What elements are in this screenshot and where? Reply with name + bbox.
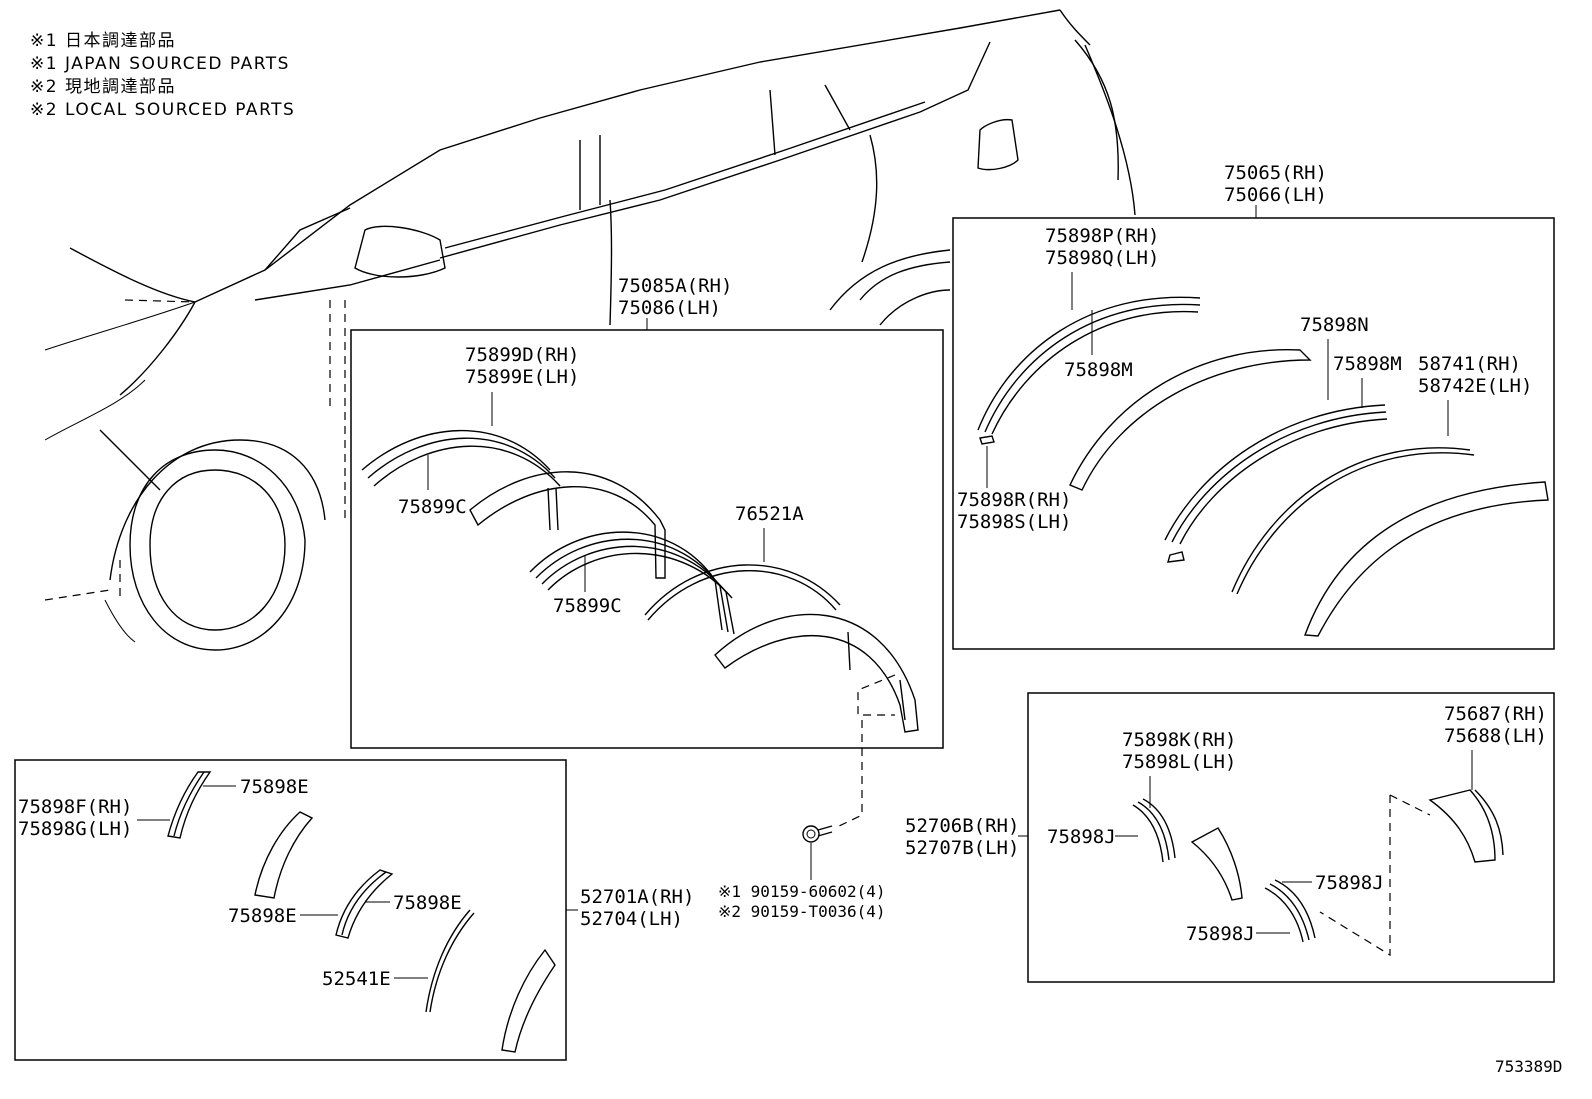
label-75899d-rh: 75899D(RH) [465,344,579,366]
label-52706b-rh: 52706B(RH) [905,815,1019,837]
label-75898e-c: 75898E [393,892,462,914]
label-58742e-lh: 58742E(LH) [1418,375,1532,397]
legend-line-4: ※2 LOCAL SOURCED PARTS [30,100,295,120]
label-75898m-b: 75898M [1333,353,1402,375]
label-75086-lh: 75086(LH) [618,297,721,319]
parts-in-box-52706b [1132,789,1504,957]
label-75898n: 75898N [1300,314,1369,336]
label-75898r-rh: 75898R(RH) [957,489,1071,511]
label-75898f-rh: 75898F(RH) [18,796,132,818]
parts-in-box-75085a [361,429,919,733]
parts-in-box-75065 [977,296,1549,637]
legend-line-1: ※1 日本調達部品 [30,31,176,51]
label-75085a-rh: 75085A(RH) [618,275,732,297]
label-75898g-lh: 75898G(LH) [18,818,132,840]
label-75688-lh: 75688(LH) [1444,725,1547,747]
label-90159-jp: ※1 90159-60602(4) [718,882,886,901]
label-75899c-a: 75899C [398,496,467,518]
label-75898q-lh: 75898Q(LH) [1045,247,1159,269]
label-75687-rh: 75687(RH) [1444,703,1547,725]
label-52701a-rh: 52701A(RH) [580,886,694,908]
label-52704-lh: 52704(LH) [580,908,683,930]
assembly-box-75085a [350,329,944,749]
label-75066-lh: 75066(LH) [1224,184,1327,206]
legend: ※1 日本調達部品 ※1 JAPAN SOURCED PARTS ※2 現地調達… [30,31,295,120]
label-75898j-a: 75898J [1047,826,1116,848]
legend-line-3: ※2 現地調達部品 [30,77,176,97]
parts-in-box-52701a [167,771,556,1053]
label-52707b-lh: 52707B(LH) [905,837,1019,859]
label-75898m-a: 75898M [1064,359,1133,381]
screw-icon [802,825,833,880]
legend-line-2: ※1 JAPAN SOURCED PARTS [30,54,290,74]
label-75898j-b: 75898J [1315,872,1384,894]
label-75898s-lh: 75898S(LH) [957,511,1071,533]
assembly-box-75065 [952,217,1555,650]
label-75898e-a: 75898E [240,776,309,798]
label-75065-rh: 75065(RH) [1224,162,1327,184]
label-75898p-rh: 75898P(RH) [1045,225,1159,247]
label-75898e-b: 75898E [228,905,297,927]
diagram-id: 753389D [1495,1057,1562,1076]
label-58741-rh: 58741(RH) [1418,353,1521,375]
car-body-illustration [44,9,1136,651]
label-75899e-lh: 75899E(LH) [465,366,579,388]
label-90159-local: ※2 90159-T0036(4) [718,902,886,921]
label-52541e: 52541E [322,968,391,990]
label-75898k-rh: 75898K(RH) [1122,729,1236,751]
label-75898l-lh: 75898L(LH) [1122,751,1236,773]
label-75899c-b: 75899C [553,595,622,617]
assembly-box-52706b [1027,692,1555,983]
label-75898j-c: 75898J [1186,923,1255,945]
label-76521a: 76521A [735,503,804,525]
